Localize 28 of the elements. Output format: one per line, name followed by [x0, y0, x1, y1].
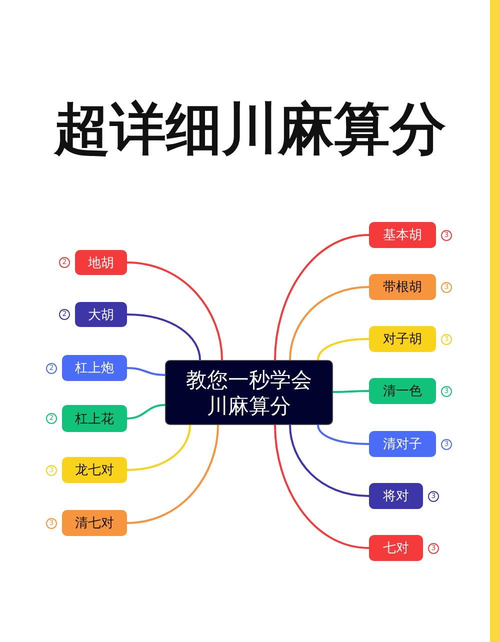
connector-line [126, 314, 201, 360]
connector-line [126, 404, 166, 420]
topic-box: 将对 [369, 483, 423, 509]
topic-box: 清七对 [62, 510, 127, 536]
connector-line [126, 424, 191, 471]
connector-line [126, 424, 219, 524]
title: 超详细川麻算分 [52, 98, 447, 162]
central-topic-box: 教您一秒学会川麻算分 [165, 360, 333, 425]
connector-line [126, 367, 166, 376]
topic-box: 杠上炮 [62, 355, 127, 381]
topic-box: 大胡 [75, 302, 127, 327]
connector-line [289, 424, 370, 497]
connector-line [126, 262, 223, 360]
connector-line [289, 286, 370, 360]
connector-line [274, 424, 370, 549]
topic-box: 杠上花 [62, 405, 127, 432]
connector-line [317, 338, 370, 360]
topic-box: 龙七对 [62, 457, 127, 483]
topic-box: 地胡 [75, 250, 127, 275]
connector-line [317, 424, 370, 445]
topic-box: 七对 [369, 535, 423, 561]
connector-line [333, 390, 369, 393]
connector-line [274, 234, 370, 360]
topic-box: 对子胡 [369, 326, 436, 352]
topic-box: 清一色 [369, 378, 436, 404]
topic-box: 基本胡 [369, 222, 436, 248]
topic-box: 带根胡 [369, 274, 436, 300]
topic-box: 清对子 [369, 431, 436, 457]
